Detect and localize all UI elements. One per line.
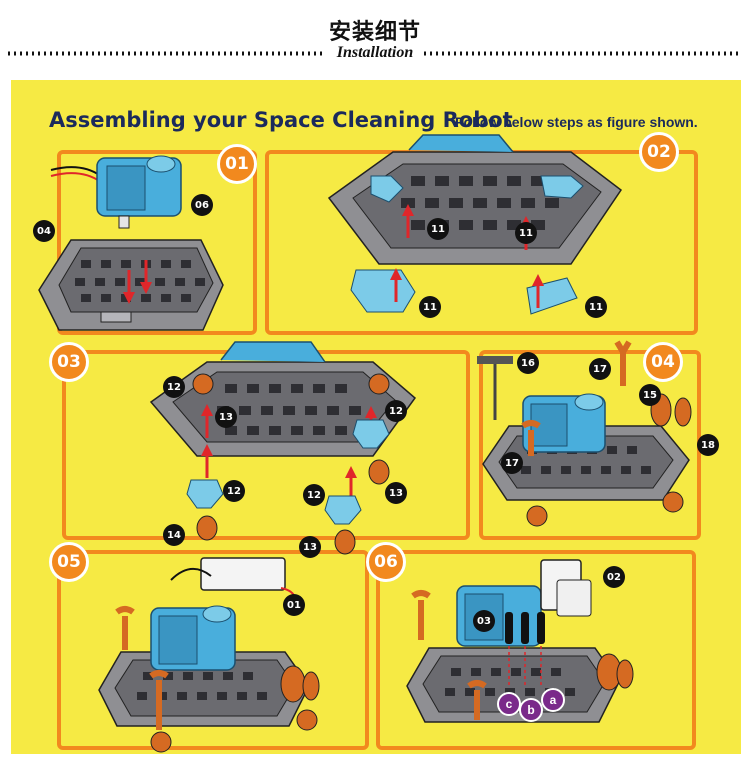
step3-illustration [149, 341, 417, 555]
step5-illustration [98, 557, 320, 753]
header-title-en: Installation [336, 44, 414, 61]
part-badge: 17 [589, 358, 611, 380]
part-badge: 15 [639, 384, 661, 406]
part-badge: 13 [299, 536, 321, 558]
part-badge: 03 [473, 610, 495, 632]
letter-badge-b: b [519, 698, 543, 722]
header-title-cn: 安装细节 [328, 20, 421, 45]
part-badge: 04 [33, 220, 55, 242]
header-divider-left [8, 51, 326, 56]
step-frame-1 [57, 150, 257, 335]
panel-subtitle: Follow below steps as figure shown. [455, 114, 698, 130]
letter-badge-a: a [541, 688, 565, 712]
step-badge-1: 01 [217, 144, 257, 184]
step-badge-5: 05 [49, 542, 89, 582]
step4-illustration [477, 340, 692, 527]
part-badge: 12 [385, 400, 407, 422]
header-divider-right [424, 51, 742, 56]
part-badge: 11 [515, 222, 537, 244]
assembly-illustrations [38, 134, 692, 753]
step6-illustration [406, 559, 634, 723]
part-badge: 16 [517, 352, 539, 374]
part-badge: 06 [191, 194, 213, 216]
instruction-panel: Assembling your Space Cleaning Robot Fol… [11, 80, 741, 754]
part-badge: 18 [697, 434, 719, 456]
step1-illustration [38, 155, 224, 331]
step-badge-4: 04 [643, 342, 683, 382]
part-badge: 11 [585, 296, 607, 318]
step2-illustration [327, 134, 623, 315]
step-badge-2: 02 [639, 132, 679, 172]
panel-title: Assembling your Space Cleaning Robot [49, 108, 513, 132]
step-frame-6 [376, 550, 696, 750]
part-badge: 13 [215, 406, 237, 428]
part-badge: 12 [303, 484, 325, 506]
part-badge: 02 [603, 566, 625, 588]
part-badge: 14 [163, 524, 185, 546]
part-badge: 17 [501, 452, 523, 474]
part-badge: 12 [163, 376, 185, 398]
part-badge: 12 [223, 480, 245, 502]
step-badge-6: 06 [366, 542, 406, 582]
letter-badge-c: c [497, 692, 521, 716]
page-header: 安装细节 Installation [0, 0, 750, 78]
step-frame-5 [57, 550, 369, 750]
part-badge: 11 [427, 218, 449, 240]
part-badge: 13 [385, 482, 407, 504]
part-badge: 01 [283, 594, 305, 616]
part-badge: 11 [419, 296, 441, 318]
step-badge-3: 03 [49, 342, 89, 382]
